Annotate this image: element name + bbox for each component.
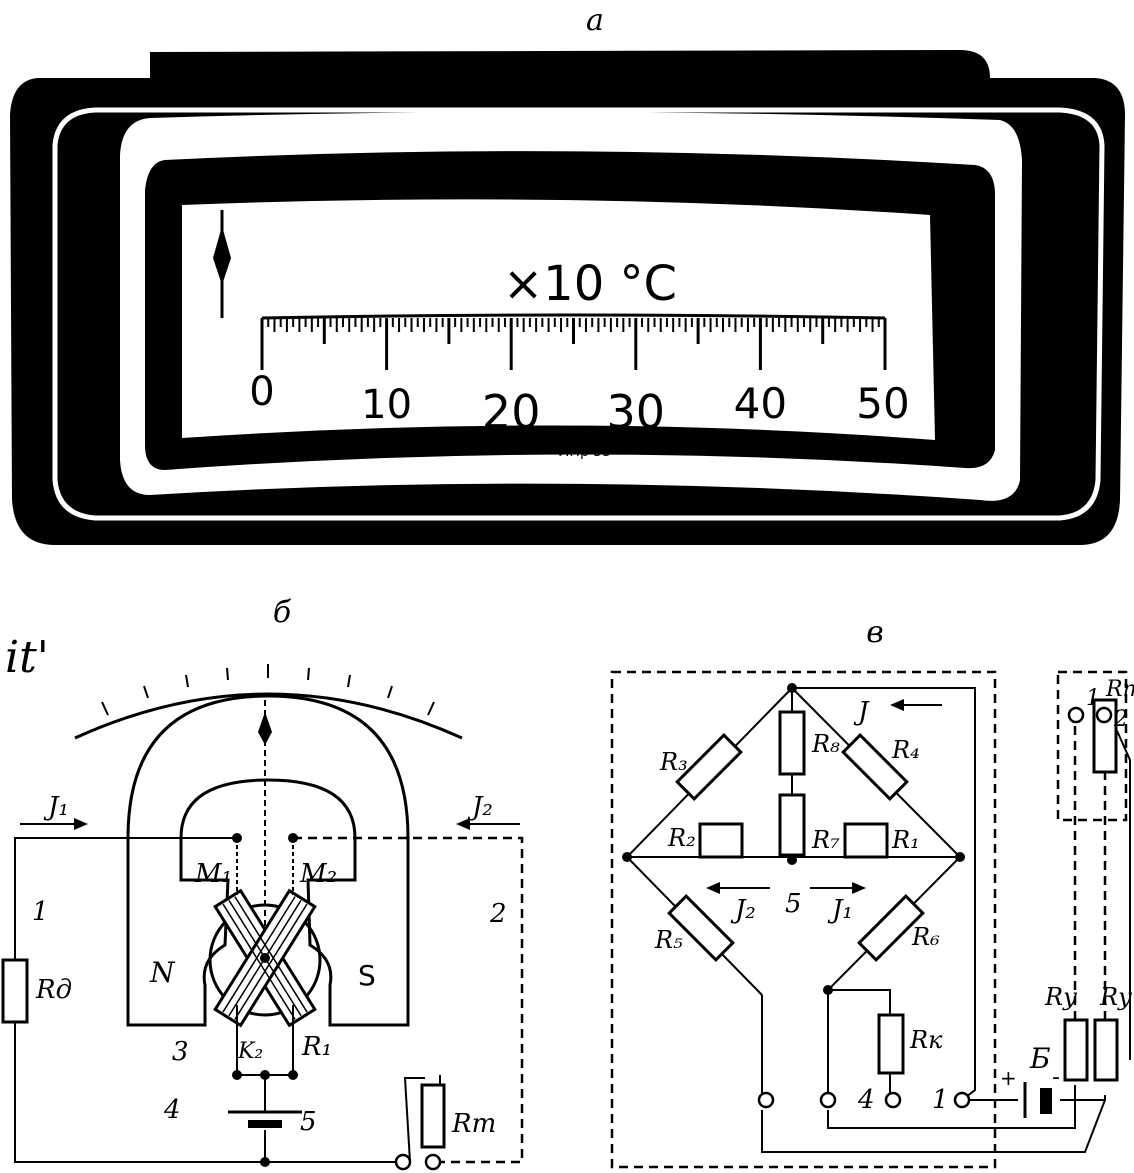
panel-v: в (610, 615, 1134, 1169)
panel-v-label: в (866, 615, 883, 650)
current-arrow-j (890, 699, 942, 711)
rotor-core (208, 903, 322, 1017)
gauge-tick-label: 10 (361, 382, 412, 428)
label-item-4: 4 (163, 1095, 181, 1125)
label-m2: M₂ (299, 859, 337, 889)
instrument-enclosure (610, 670, 997, 1169)
label-j1-v: J₁ (827, 895, 853, 925)
resistor-ry-1 (1063, 1018, 1089, 1082)
label-j: J (853, 697, 870, 727)
label-m1: M₁ (194, 859, 232, 889)
resistor-r4 (841, 733, 909, 801)
current-arrow-j2 (456, 818, 520, 830)
label-r1-b: R₁ (301, 1032, 332, 1062)
label-item-5: 5 (300, 1107, 317, 1137)
label-rd: Rд (35, 975, 72, 1005)
label-r3: R₃ (659, 748, 688, 776)
label-wire-1: 1 (32, 897, 49, 927)
label-sensor-2: 2 (1113, 707, 1128, 732)
bridge-nodes (622, 683, 965, 995)
battery-b (1023, 1082, 1052, 1118)
gauge-dial (182, 199, 935, 440)
crossed-coils (213, 888, 317, 1028)
resistor-rk (877, 1013, 905, 1075)
current-arrow-j2-v (706, 882, 770, 894)
gauge-housing-top (150, 50, 990, 78)
gauge-scale-ticks (260, 318, 887, 370)
panel-a-label: а (586, 3, 604, 38)
resistor-r5 (667, 894, 735, 962)
meter-pointer-head (258, 712, 272, 745)
label-ry-1: Rу (1044, 983, 1077, 1011)
label-battery-plus: + (1000, 1066, 1017, 1090)
label-battery-minus: - (1052, 1065, 1060, 1090)
label-r2: R₂ (667, 824, 696, 852)
current-arrow-j1 (20, 818, 88, 830)
label-r6: R₆ (911, 923, 940, 951)
label-k2: K₂ (237, 1039, 263, 1064)
label-battery: Б (1029, 1042, 1051, 1075)
gauge-unit-label: ×10 °C (503, 256, 677, 312)
resistor-r6 (857, 894, 925, 962)
label-pole-s: S (358, 959, 376, 992)
resistor-rd (1, 958, 29, 1024)
label-j2-v: J₂ (730, 895, 756, 925)
circuit-nodes-b (232, 833, 298, 1167)
gauge-tick-label: 40 (734, 379, 787, 428)
resistor-r1-v (843, 822, 889, 859)
gauge-scale-line (261, 313, 886, 320)
sensor-enclosure (1056, 670, 1128, 822)
gauge-tick-label: 50 (856, 379, 909, 428)
label-j2-b: J₂ (467, 792, 493, 822)
gauge-tick-label: 0 (249, 369, 274, 415)
panel-a: а ×10 °C 0 10 20 30 40 50 ЛПр 53 (10, 3, 1125, 545)
current-arrow-j1-v (810, 882, 866, 894)
resistor-r3 (675, 733, 743, 801)
panel-b: б it' (1, 595, 524, 1171)
gauge-tick-label: 30 (607, 385, 666, 439)
gauge-scale-labels: 0 10 20 30 40 50 (249, 369, 909, 439)
label-node-5: 5 (785, 889, 802, 919)
gauge-pointer (213, 210, 231, 318)
label-rk: Rк (909, 1026, 943, 1054)
bridge-terminals (757, 706, 1113, 1109)
gauge-tick-label: 20 (482, 385, 541, 439)
label-term-4: 4 (857, 1085, 875, 1115)
resistor-r7 (778, 793, 806, 857)
resistor-ry-2 (1093, 1018, 1119, 1082)
label-ry-2: Rу (1099, 983, 1132, 1011)
resistor-rt-b (420, 1083, 446, 1149)
panel-b-label: б (273, 595, 292, 630)
meter-scale-arc (74, 692, 463, 740)
label-term-1: 1 (932, 1085, 949, 1115)
label-r7: R₇ (811, 826, 840, 854)
resistor-r8 (778, 710, 806, 776)
terminal-b-1 (394, 1153, 412, 1171)
label-r8: R₈ (811, 730, 840, 758)
label-wire-2: 2 (489, 899, 507, 929)
label-item-3: 3 (172, 1037, 189, 1067)
battery-5 (228, 1110, 302, 1128)
label-sensor-1: 1 (1086, 686, 1100, 711)
label-rt-b: Rт (451, 1109, 496, 1139)
label-r1-v: R₁ (891, 826, 920, 854)
label-r4: R₄ (891, 736, 920, 764)
resistor-r2 (698, 822, 744, 859)
label-j1-b: J₁ (43, 792, 69, 822)
gauge-maker-mark: ЛПр 53 (559, 444, 611, 460)
label-pole-n: N (149, 956, 176, 989)
meter-scale-ticks (101, 664, 435, 716)
label-r5: R₅ (654, 926, 683, 954)
label-rt-v: Rт (1105, 677, 1134, 702)
handwritten-scribble: it' (5, 632, 49, 683)
terminal-b-2 (424, 1153, 442, 1171)
